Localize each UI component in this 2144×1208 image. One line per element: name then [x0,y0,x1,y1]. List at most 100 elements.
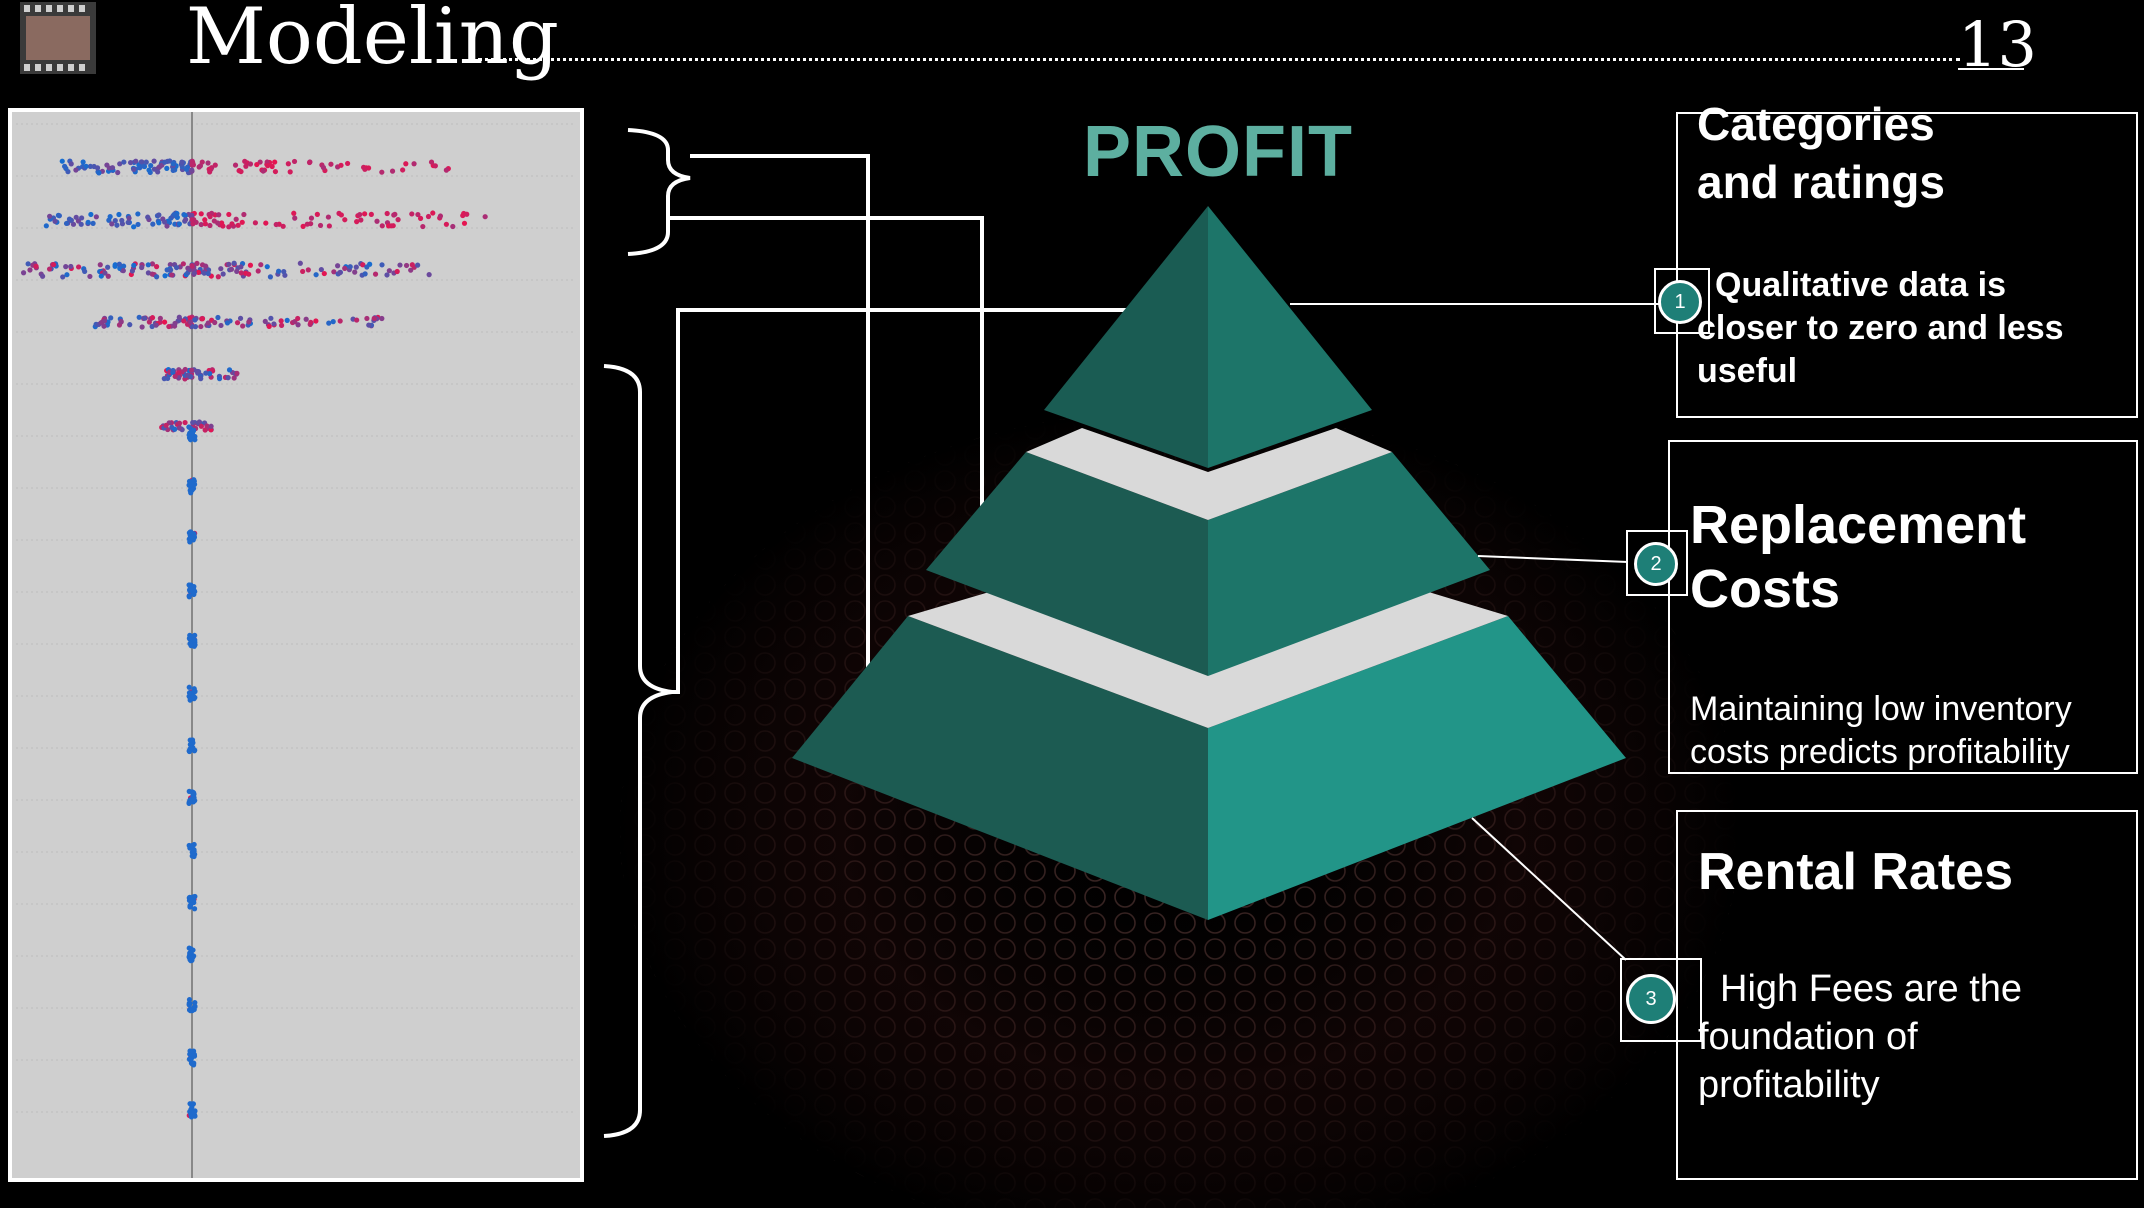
beeswarm-point [126,215,132,221]
beeswarm-point [345,160,351,167]
beeswarm-point [437,213,444,219]
beeswarm-point [66,216,73,222]
slide-title: Modeling [186,0,559,82]
beeswarm-point [73,167,79,173]
beeswarm-point [278,322,285,328]
beeswarm-point [188,534,194,541]
beeswarm-point [187,697,193,703]
beeswarm-point [192,694,198,701]
beeswarm-point [165,375,171,382]
beeswarm-point [189,789,195,795]
beeswarm-point [379,169,385,175]
box-body-replacement: Maintaining low inventory costs predicts… [1690,690,2072,771]
beeswarm-point [235,222,241,228]
beeswarm-point [394,268,400,275]
beeswarm-point [461,220,468,226]
pyramid-tier-middle-left [926,452,1208,676]
beeswarm-point [189,212,195,218]
box-heading-rental: Rental Rates [1698,843,2013,901]
beeswarm-point [52,218,58,224]
beeswarm-point [102,270,108,276]
beeswarm-point [191,591,197,598]
beeswarm-point [201,270,207,276]
beeswarm-point [267,274,274,280]
beeswarm-point [138,159,144,165]
feature-importance-plot [5,108,584,1182]
beeswarm-point [156,220,162,226]
beeswarm-point [420,223,426,230]
beeswarm-point [272,159,278,165]
beeswarm-point [105,264,111,270]
beeswarm-point [366,322,372,328]
beeswarm-point [374,218,380,224]
beeswarm-point [188,843,195,849]
beeswarm-point [47,213,53,219]
slide-number: 13 [1958,8,2037,81]
beeswarm-point [170,161,176,167]
beeswarm-point [218,322,224,329]
beeswarm-point [139,324,145,330]
beeswarm-point [135,221,141,228]
beeswarm-point [354,317,360,323]
beeswarm-point [252,220,258,226]
beeswarm-point [187,529,193,535]
beeswarm-point [64,272,70,278]
beeswarm-point [254,161,260,168]
beeswarm-point [186,684,192,690]
beeswarm-point [280,223,286,229]
beeswarm-point [76,264,82,270]
beeswarm-point [228,266,235,272]
beeswarm-point [291,210,297,216]
beeswarm-point [187,1048,193,1054]
beeswarm-point [170,367,176,374]
beeswarm-point [68,263,74,270]
beeswarm-point [78,221,84,227]
beeswarm-point [191,1053,198,1059]
beeswarm-point [112,262,118,268]
beeswarm-point [218,266,224,272]
beeswarm-point [191,1110,197,1116]
beeswarm-point [226,261,232,267]
beeswarm-point [188,490,194,496]
badge-frame-1 [1654,268,1710,334]
beeswarm-point [169,272,175,278]
beeswarm-point [63,264,69,270]
beeswarm-point [59,158,65,164]
info-box-rental [1676,810,2138,1180]
beeswarm-point [300,268,306,275]
beeswarm-point [87,163,94,170]
beeswarm-point [207,222,213,229]
beeswarm-point [187,1056,193,1062]
pyramid-tier-top-left [1044,206,1208,468]
beeswarm-point [285,161,291,167]
beeswarm-point [121,159,127,165]
beeswarm-point [163,422,169,428]
title-rule [478,58,1960,61]
beeswarm-point [50,262,57,268]
beeswarm-point [181,318,187,324]
beeswarm-point [187,436,194,443]
beeswarm-point [101,318,107,324]
beeswarm-point [192,999,198,1006]
beeswarm-point [140,163,146,169]
beeswarm-point [242,158,248,164]
beeswarm-point [384,210,390,217]
beeswarm-point [205,270,211,277]
beeswarm-point [192,317,198,323]
beeswarm-point [145,214,151,220]
beeswarm-point [94,165,101,171]
beeswarm-point [241,211,247,218]
beeswarm-point [164,165,170,171]
beeswarm-point [148,162,154,169]
connector-top-1 [690,154,870,690]
beeswarm-point [297,260,303,266]
beeswarm-point [216,212,222,218]
beeswarm-point [183,166,190,172]
beeswarm-point [189,167,195,173]
beeswarm-point [125,219,131,226]
beeswarm-point [292,215,298,221]
pyramid-tier-top-right [1208,206,1372,468]
beeswarm-point [364,264,370,270]
box-body-rental: High Fees are the foundation of profitab… [1698,968,2023,1106]
beeswarm-point [172,320,178,327]
